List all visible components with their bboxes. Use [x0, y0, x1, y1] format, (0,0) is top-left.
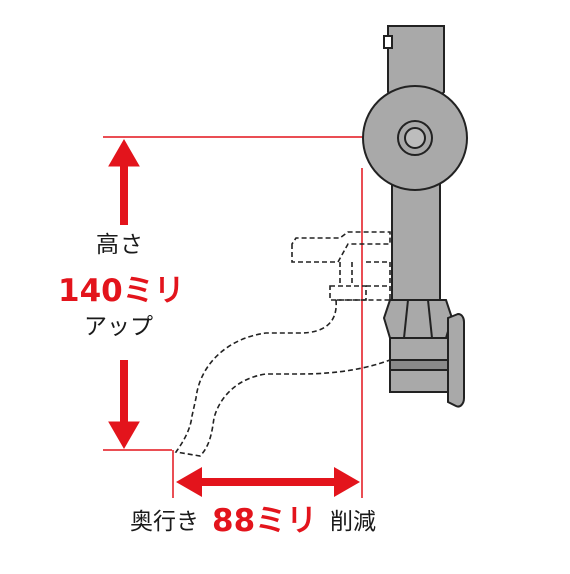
height-arrowhead-bottom [108, 421, 140, 450]
depth-note-prefix: 奥行き [130, 509, 199, 535]
height-arrow-shaft-top [120, 165, 128, 225]
depth-arrowhead-left [176, 467, 202, 497]
height-arrow-shaft-bottom [120, 360, 128, 427]
height-note-suffix: アップ [84, 314, 153, 340]
coupling-nut-facet-1 [403, 299, 409, 339]
mount-pipe-notch [383, 35, 393, 49]
height-note-prefix: 高さ [96, 232, 144, 258]
coupling-nut-facet-2 [427, 299, 433, 339]
old-faucet-outline [174, 231, 391, 457]
depth-arrow-shaft [200, 478, 338, 486]
reference-lines [103, 136, 364, 498]
depth-arrow-icon [176, 467, 360, 497]
height-arrowhead-top [108, 138, 140, 167]
old-faucet-spout [174, 299, 391, 457]
depth-arrowhead-right [334, 467, 360, 497]
coupling-nut [382, 299, 454, 339]
depth-note-suffix: 削減 [330, 509, 376, 535]
height-note-value: 140ミリ [58, 273, 185, 309]
height-arrow-icon [108, 138, 140, 450]
old-faucet-body [366, 261, 391, 300]
handle-center [404, 127, 426, 149]
faucet-icon [362, 25, 468, 408]
old-faucet-handle [291, 231, 391, 263]
old-faucet-stem [329, 262, 367, 301]
wall-flange [447, 312, 465, 408]
depth-note-value: 88ミリ [212, 503, 318, 539]
lower-body-band [389, 359, 449, 371]
